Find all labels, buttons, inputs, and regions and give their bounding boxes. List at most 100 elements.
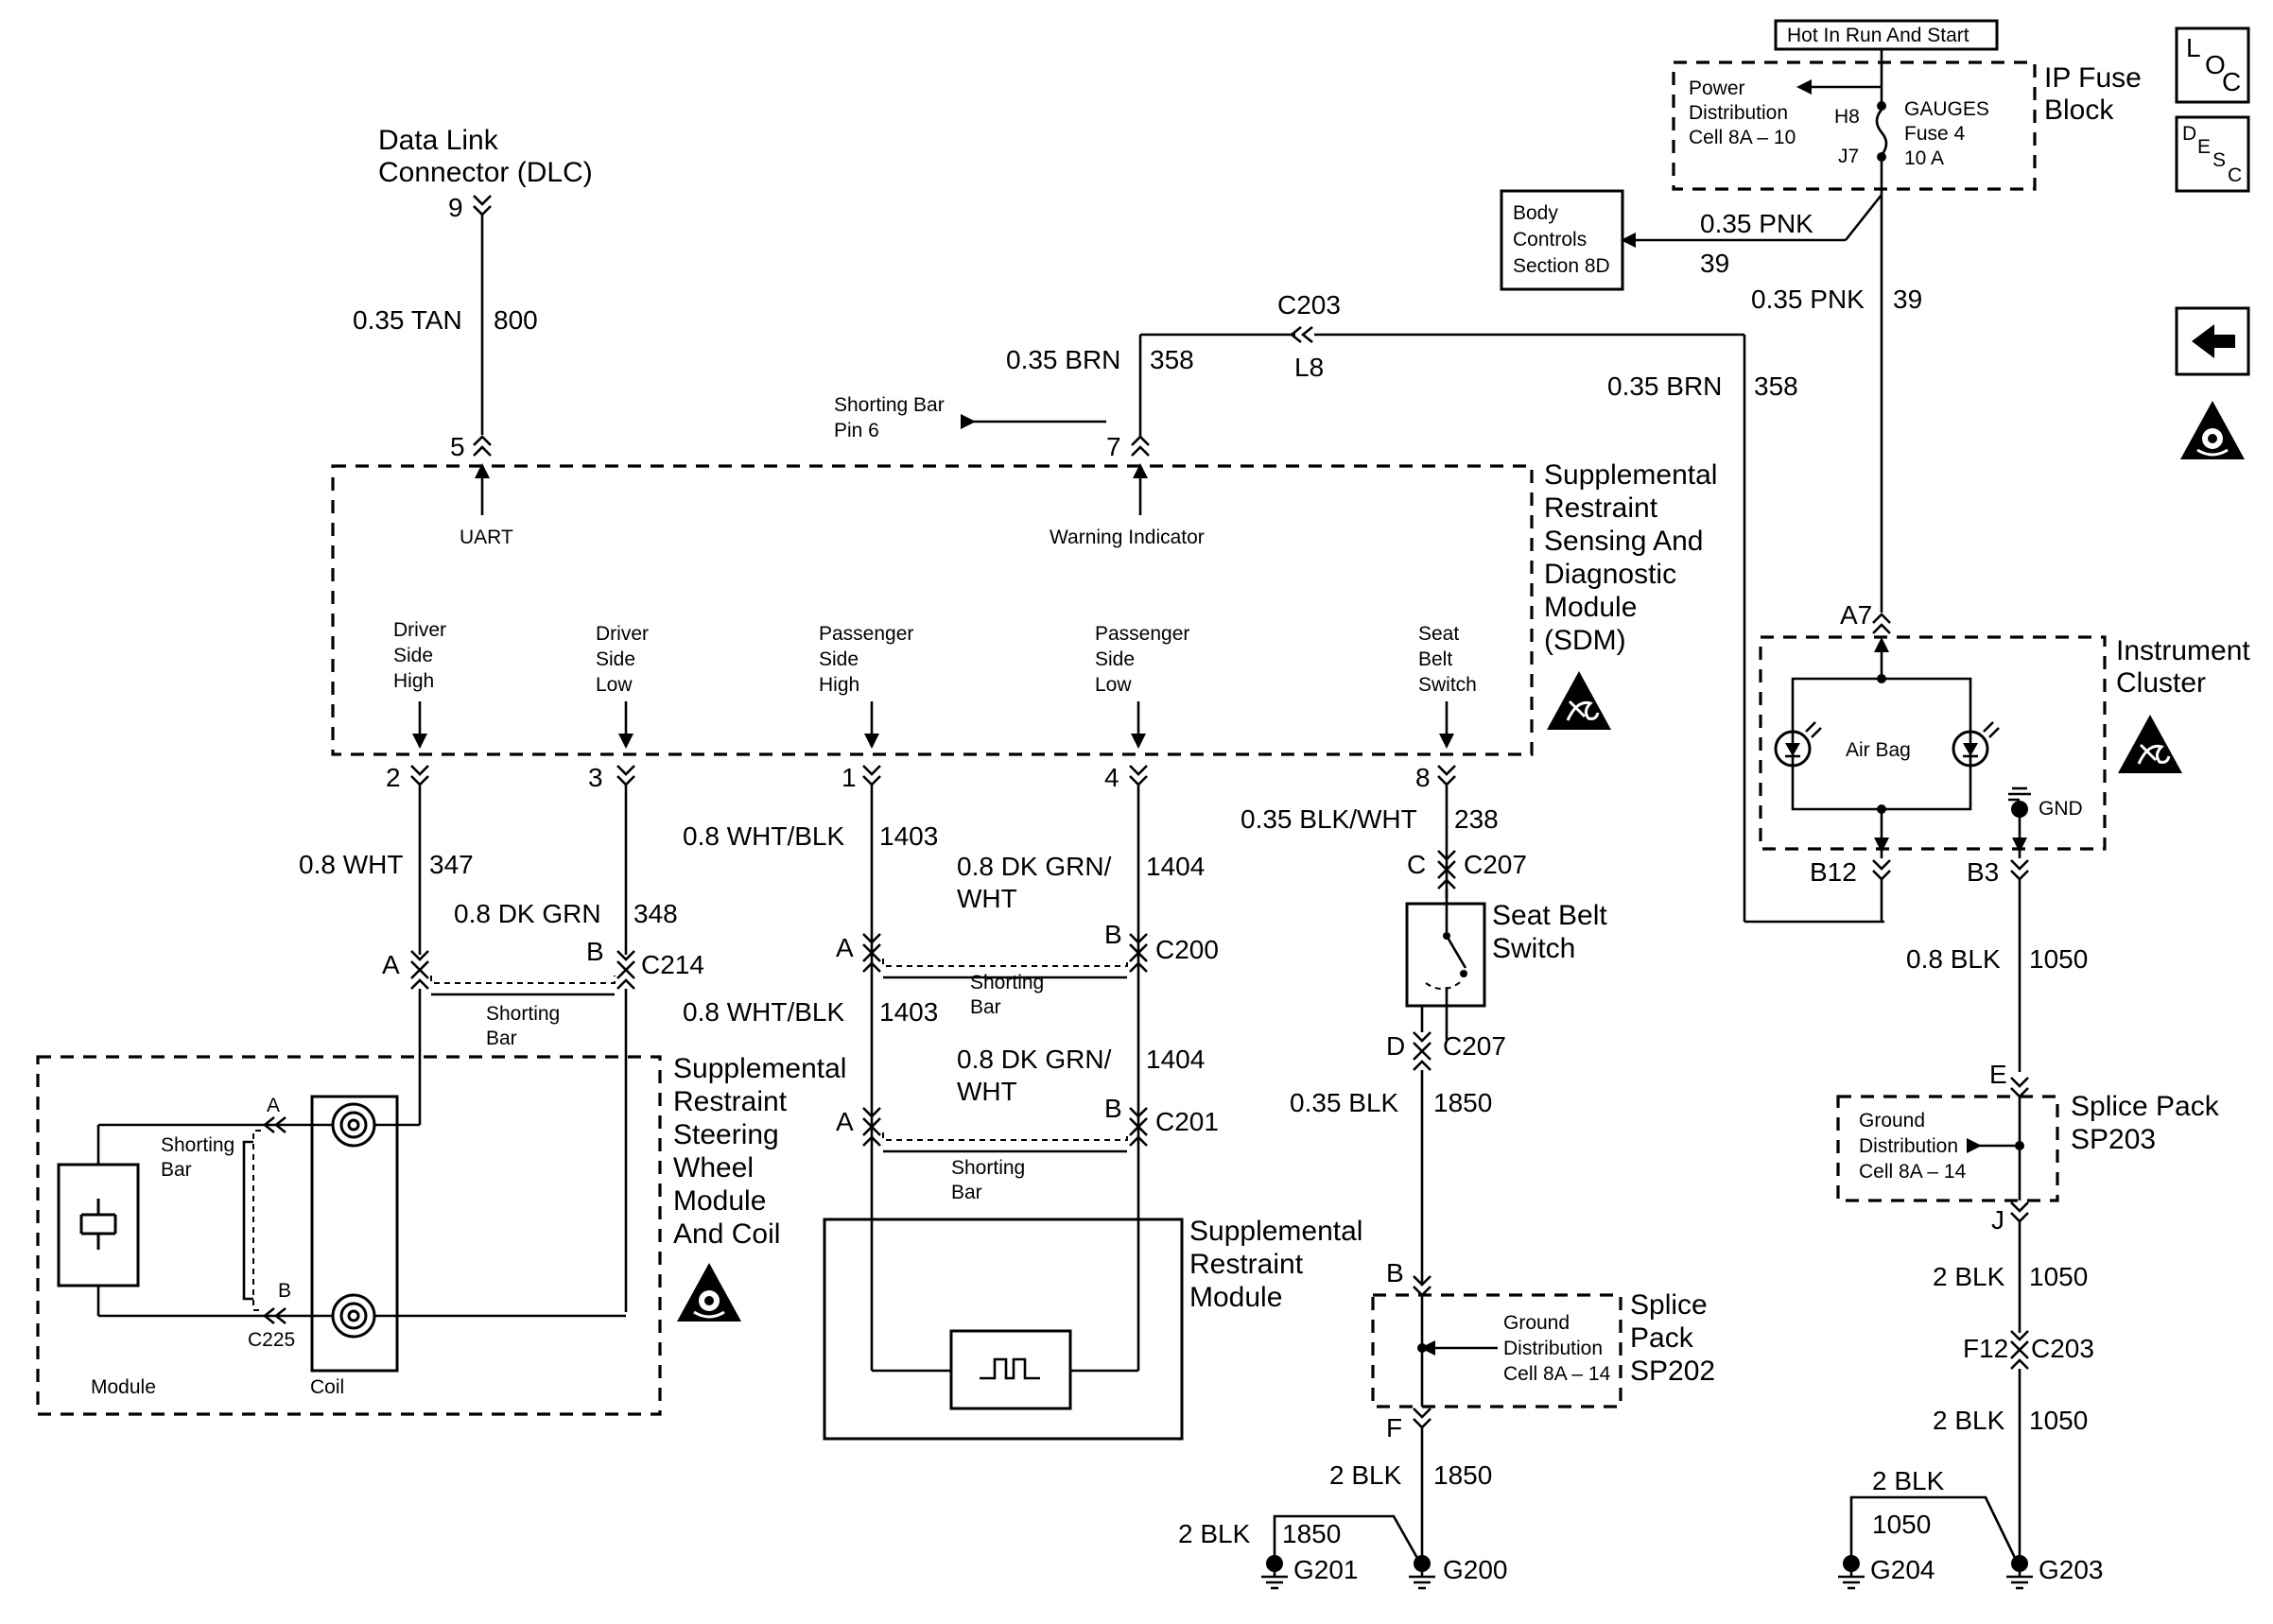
g200-circuit: 1850 bbox=[1433, 1460, 1492, 1490]
g203-label: G203 bbox=[2039, 1555, 2104, 1584]
c214-a: A bbox=[382, 950, 400, 979]
c207-label-2: C207 bbox=[1443, 1031, 1506, 1061]
sdm-psl-3: Low bbox=[1095, 674, 1132, 696]
f12-label: F12 bbox=[1963, 1334, 2008, 1363]
fuse-g2: Fuse 4 bbox=[1904, 123, 1966, 145]
dlc-circuit: 800 bbox=[494, 305, 538, 335]
c200-label: C200 bbox=[1155, 935, 1219, 964]
sp203-label-1: Splice Pack bbox=[2071, 1091, 2220, 1122]
fuse-h8: H8 bbox=[1834, 106, 1860, 128]
srm-label-3: Module bbox=[1189, 1282, 1282, 1313]
g203-wire-2: 2 BLK bbox=[1933, 1406, 2005, 1435]
esd-warning-icon bbox=[1545, 669, 1613, 732]
sdm-label-5: Module bbox=[1544, 592, 1637, 623]
g204-wire: 2 BLK bbox=[1872, 1466, 1945, 1495]
steering-module: Module bbox=[91, 1376, 156, 1398]
steering-b: B bbox=[278, 1280, 291, 1302]
c214-label: C214 bbox=[641, 950, 704, 979]
cluster-box bbox=[1759, 635, 2107, 851]
steering-coil: Coil bbox=[310, 1376, 344, 1398]
wire-348-label: 0.8 DK GRN bbox=[454, 899, 601, 928]
cluster-label-1: Instrument bbox=[2116, 635, 2250, 666]
g201-wire: 2 BLK bbox=[1178, 1519, 1251, 1548]
wire-1403-label-1: 0.8 WHT/BLK bbox=[683, 821, 844, 851]
sdm-uart: UART bbox=[460, 527, 513, 548]
sdm-dsh-2: Side bbox=[393, 645, 433, 666]
body-2: Controls bbox=[1513, 229, 1587, 251]
srm-label-1: Supplemental bbox=[1189, 1216, 1362, 1247]
g204-label: G204 bbox=[1870, 1555, 1935, 1584]
wire-238-label: 0.35 BLK/WHT bbox=[1241, 804, 1417, 834]
wire-1404-label-1a: 0.8 DK GRN/ bbox=[957, 852, 1112, 881]
c201-shorting-2: Bar bbox=[951, 1182, 982, 1203]
wire-1404-circuit-2: 1404 bbox=[1146, 1045, 1205, 1074]
loc-icon[interactable]: L O C bbox=[2175, 26, 2250, 104]
sdm-pin-3: 3 bbox=[588, 763, 603, 792]
c203-label-2: C203 bbox=[2031, 1334, 2094, 1363]
srm-inflator bbox=[949, 1329, 1072, 1410]
steering-label-1: Supplemental bbox=[673, 1053, 846, 1084]
g200-label: G200 bbox=[1443, 1555, 1508, 1584]
fuse-block-box bbox=[1672, 60, 2037, 191]
airbag-warning-icon bbox=[675, 1261, 743, 1323]
dlc-label-1: Data Link bbox=[378, 125, 499, 156]
sp203-gd-3: Cell 8A – 14 bbox=[1859, 1161, 1967, 1183]
steering-shorting-2: Bar bbox=[161, 1159, 192, 1181]
brn-wire-2: 0.35 BRN bbox=[1607, 371, 1722, 401]
steering-label-2: Restraint bbox=[673, 1086, 788, 1117]
sdm-dsl-1: Driver bbox=[596, 623, 649, 645]
steering-c225: C225 bbox=[248, 1329, 295, 1351]
wire-1403-circuit-1: 1403 bbox=[879, 821, 938, 851]
sp203-gd-1: Ground bbox=[1859, 1110, 1925, 1132]
pnk-wire: 0.35 PNK bbox=[1751, 285, 1865, 314]
wire-1850-label: 0.35 BLK bbox=[1290, 1088, 1399, 1117]
sdm-psh-3: High bbox=[819, 674, 859, 696]
fuse-block-1: IP Fuse bbox=[2044, 62, 2142, 94]
wire-238-circuit: 238 bbox=[1454, 804, 1499, 834]
sdm-pin-1: 1 bbox=[842, 763, 857, 792]
sp202-gd-2: Distribution bbox=[1503, 1338, 1603, 1359]
sdm-dsh-1: Driver bbox=[393, 619, 446, 641]
airbag-lamp-right bbox=[1952, 730, 1989, 768]
fuse-block-2: Block bbox=[2044, 95, 2114, 126]
wire-1404-label-2b: WHT bbox=[957, 1077, 1017, 1106]
sp202-gd-3: Cell 8A – 14 bbox=[1503, 1363, 1611, 1385]
c201-label: C201 bbox=[1155, 1107, 1219, 1136]
sp202-box bbox=[1371, 1293, 1622, 1408]
loc-icon-o: O bbox=[2205, 50, 2226, 79]
wire-1404-label-2a: 0.8 DK GRN/ bbox=[957, 1045, 1112, 1074]
brn-circuit-1: 358 bbox=[1150, 345, 1194, 374]
sdm-dsl-3: Low bbox=[596, 674, 633, 696]
sdm-psl-1: Passenger bbox=[1095, 623, 1189, 645]
steering-label-4: Wheel bbox=[673, 1152, 754, 1183]
sdm-pin-7: 7 bbox=[1106, 432, 1121, 461]
c207-c: C bbox=[1407, 850, 1426, 879]
pd-1: Power bbox=[1689, 78, 1745, 99]
desc-icon[interactable]: D E S C bbox=[2175, 115, 2250, 193]
c203-cavity: L8 bbox=[1294, 353, 1324, 382]
sp202-gd-1: Ground bbox=[1503, 1312, 1570, 1334]
body-wire: 0.35 PNK bbox=[1700, 209, 1813, 238]
steering-label-5: Module bbox=[673, 1185, 766, 1217]
shorting-bar-pin6-1: Shorting Bar bbox=[834, 394, 945, 416]
sdm-pin-8: 8 bbox=[1415, 763, 1431, 792]
sdm-dsh-3: High bbox=[393, 670, 434, 692]
c203-label: C203 bbox=[1277, 290, 1341, 320]
pd-3: Cell 8A – 10 bbox=[1689, 127, 1796, 148]
sdm-pin-2: 2 bbox=[386, 763, 401, 792]
desc-icon-c: C bbox=[2228, 164, 2242, 186]
wire-1850-circuit: 1850 bbox=[1433, 1088, 1492, 1117]
back-arrow-icon[interactable] bbox=[2175, 306, 2250, 376]
wire-1050-circuit: 1050 bbox=[2029, 944, 2088, 974]
airbag-warning-icon[interactable] bbox=[2178, 399, 2247, 461]
sdm-sbs-3: Switch bbox=[1418, 674, 1477, 696]
cluster-airbag: Air Bag bbox=[1846, 739, 1911, 761]
c200-a: A bbox=[836, 933, 854, 962]
fuse-j7: J7 bbox=[1838, 146, 1859, 167]
wire-1403-label-2: 0.8 WHT/BLK bbox=[683, 997, 844, 1027]
g201-label: G201 bbox=[1293, 1555, 1359, 1584]
sdm-psh-1: Passenger bbox=[819, 623, 913, 645]
wire-348-circuit: 348 bbox=[633, 899, 678, 928]
sdm-pin-4: 4 bbox=[1104, 763, 1119, 792]
